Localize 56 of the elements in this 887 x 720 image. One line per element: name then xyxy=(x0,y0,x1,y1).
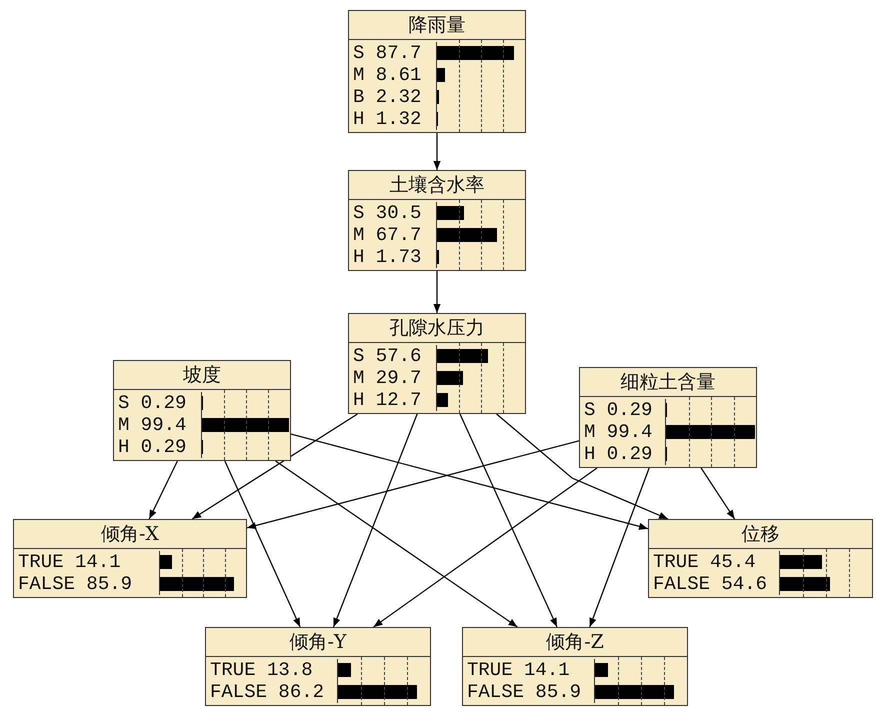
state-value: FALSE 54.6 xyxy=(653,573,768,595)
node-title: 降雨量 xyxy=(349,11,525,40)
arrow xyxy=(246,440,580,530)
node-title: 倾角-Z xyxy=(463,628,687,657)
arrow xyxy=(224,460,301,628)
state-value: H 12.7 xyxy=(353,389,422,411)
arrow xyxy=(275,460,518,628)
arrow xyxy=(433,271,441,313)
state-value: M 99.4 xyxy=(584,421,654,443)
node-title: 位移 xyxy=(649,520,872,549)
state-value: H 0.29 xyxy=(584,443,654,465)
state-value: M 29.7 xyxy=(353,367,422,389)
probability-node xyxy=(462,627,688,706)
state-value: S 87.7 xyxy=(353,42,422,64)
arrow xyxy=(373,468,598,628)
state-value: TRUE 45.4 xyxy=(653,551,757,573)
probability-node xyxy=(579,367,757,468)
state-value: H 1.73 xyxy=(353,246,422,268)
node-title: 细粒土含量 xyxy=(580,368,756,397)
arrow xyxy=(433,133,441,170)
probability-node xyxy=(205,627,431,706)
state-value: S 57.6 xyxy=(353,345,422,367)
probability-node xyxy=(348,170,526,271)
node-title: 坡度 xyxy=(114,361,290,390)
arrow xyxy=(700,468,736,520)
node-title: 倾角-Y xyxy=(206,628,430,657)
node-title: 倾角-X xyxy=(14,520,246,549)
state-value: H 1.32 xyxy=(353,108,422,130)
state-value: S 0.29 xyxy=(584,399,654,421)
state-value: M 67.7 xyxy=(353,224,422,246)
state-value: M 99.4 xyxy=(118,414,188,436)
state-value: FALSE 85.9 xyxy=(467,681,582,703)
state-value: H 0.29 xyxy=(118,436,188,458)
arrow xyxy=(496,414,668,520)
node-title: 土壤含水率 xyxy=(349,171,525,200)
state-value: B 2.32 xyxy=(353,86,422,108)
state-value: M 8.61 xyxy=(353,64,422,86)
arrow xyxy=(332,414,418,628)
node-title: 孔隙水压力 xyxy=(349,314,525,343)
probability-node xyxy=(648,519,873,598)
state-value: TRUE 13.8 xyxy=(210,659,314,681)
probability-node xyxy=(113,360,291,461)
probability-node xyxy=(348,313,526,414)
state-value: FALSE 85.9 xyxy=(18,573,134,595)
arrow xyxy=(589,468,650,628)
state-value: S 30.5 xyxy=(353,202,422,224)
state-value: TRUE 14.1 xyxy=(467,659,571,681)
state-value: FALSE 86.2 xyxy=(210,681,326,703)
arrow xyxy=(192,414,358,520)
probability-node xyxy=(348,10,526,133)
arrow xyxy=(459,414,558,628)
arrow xyxy=(148,460,178,520)
state-value: TRUE 14.1 xyxy=(18,551,122,573)
arrow xyxy=(290,434,648,530)
state-value: S 0.29 xyxy=(118,392,188,414)
probability-node xyxy=(13,519,247,598)
